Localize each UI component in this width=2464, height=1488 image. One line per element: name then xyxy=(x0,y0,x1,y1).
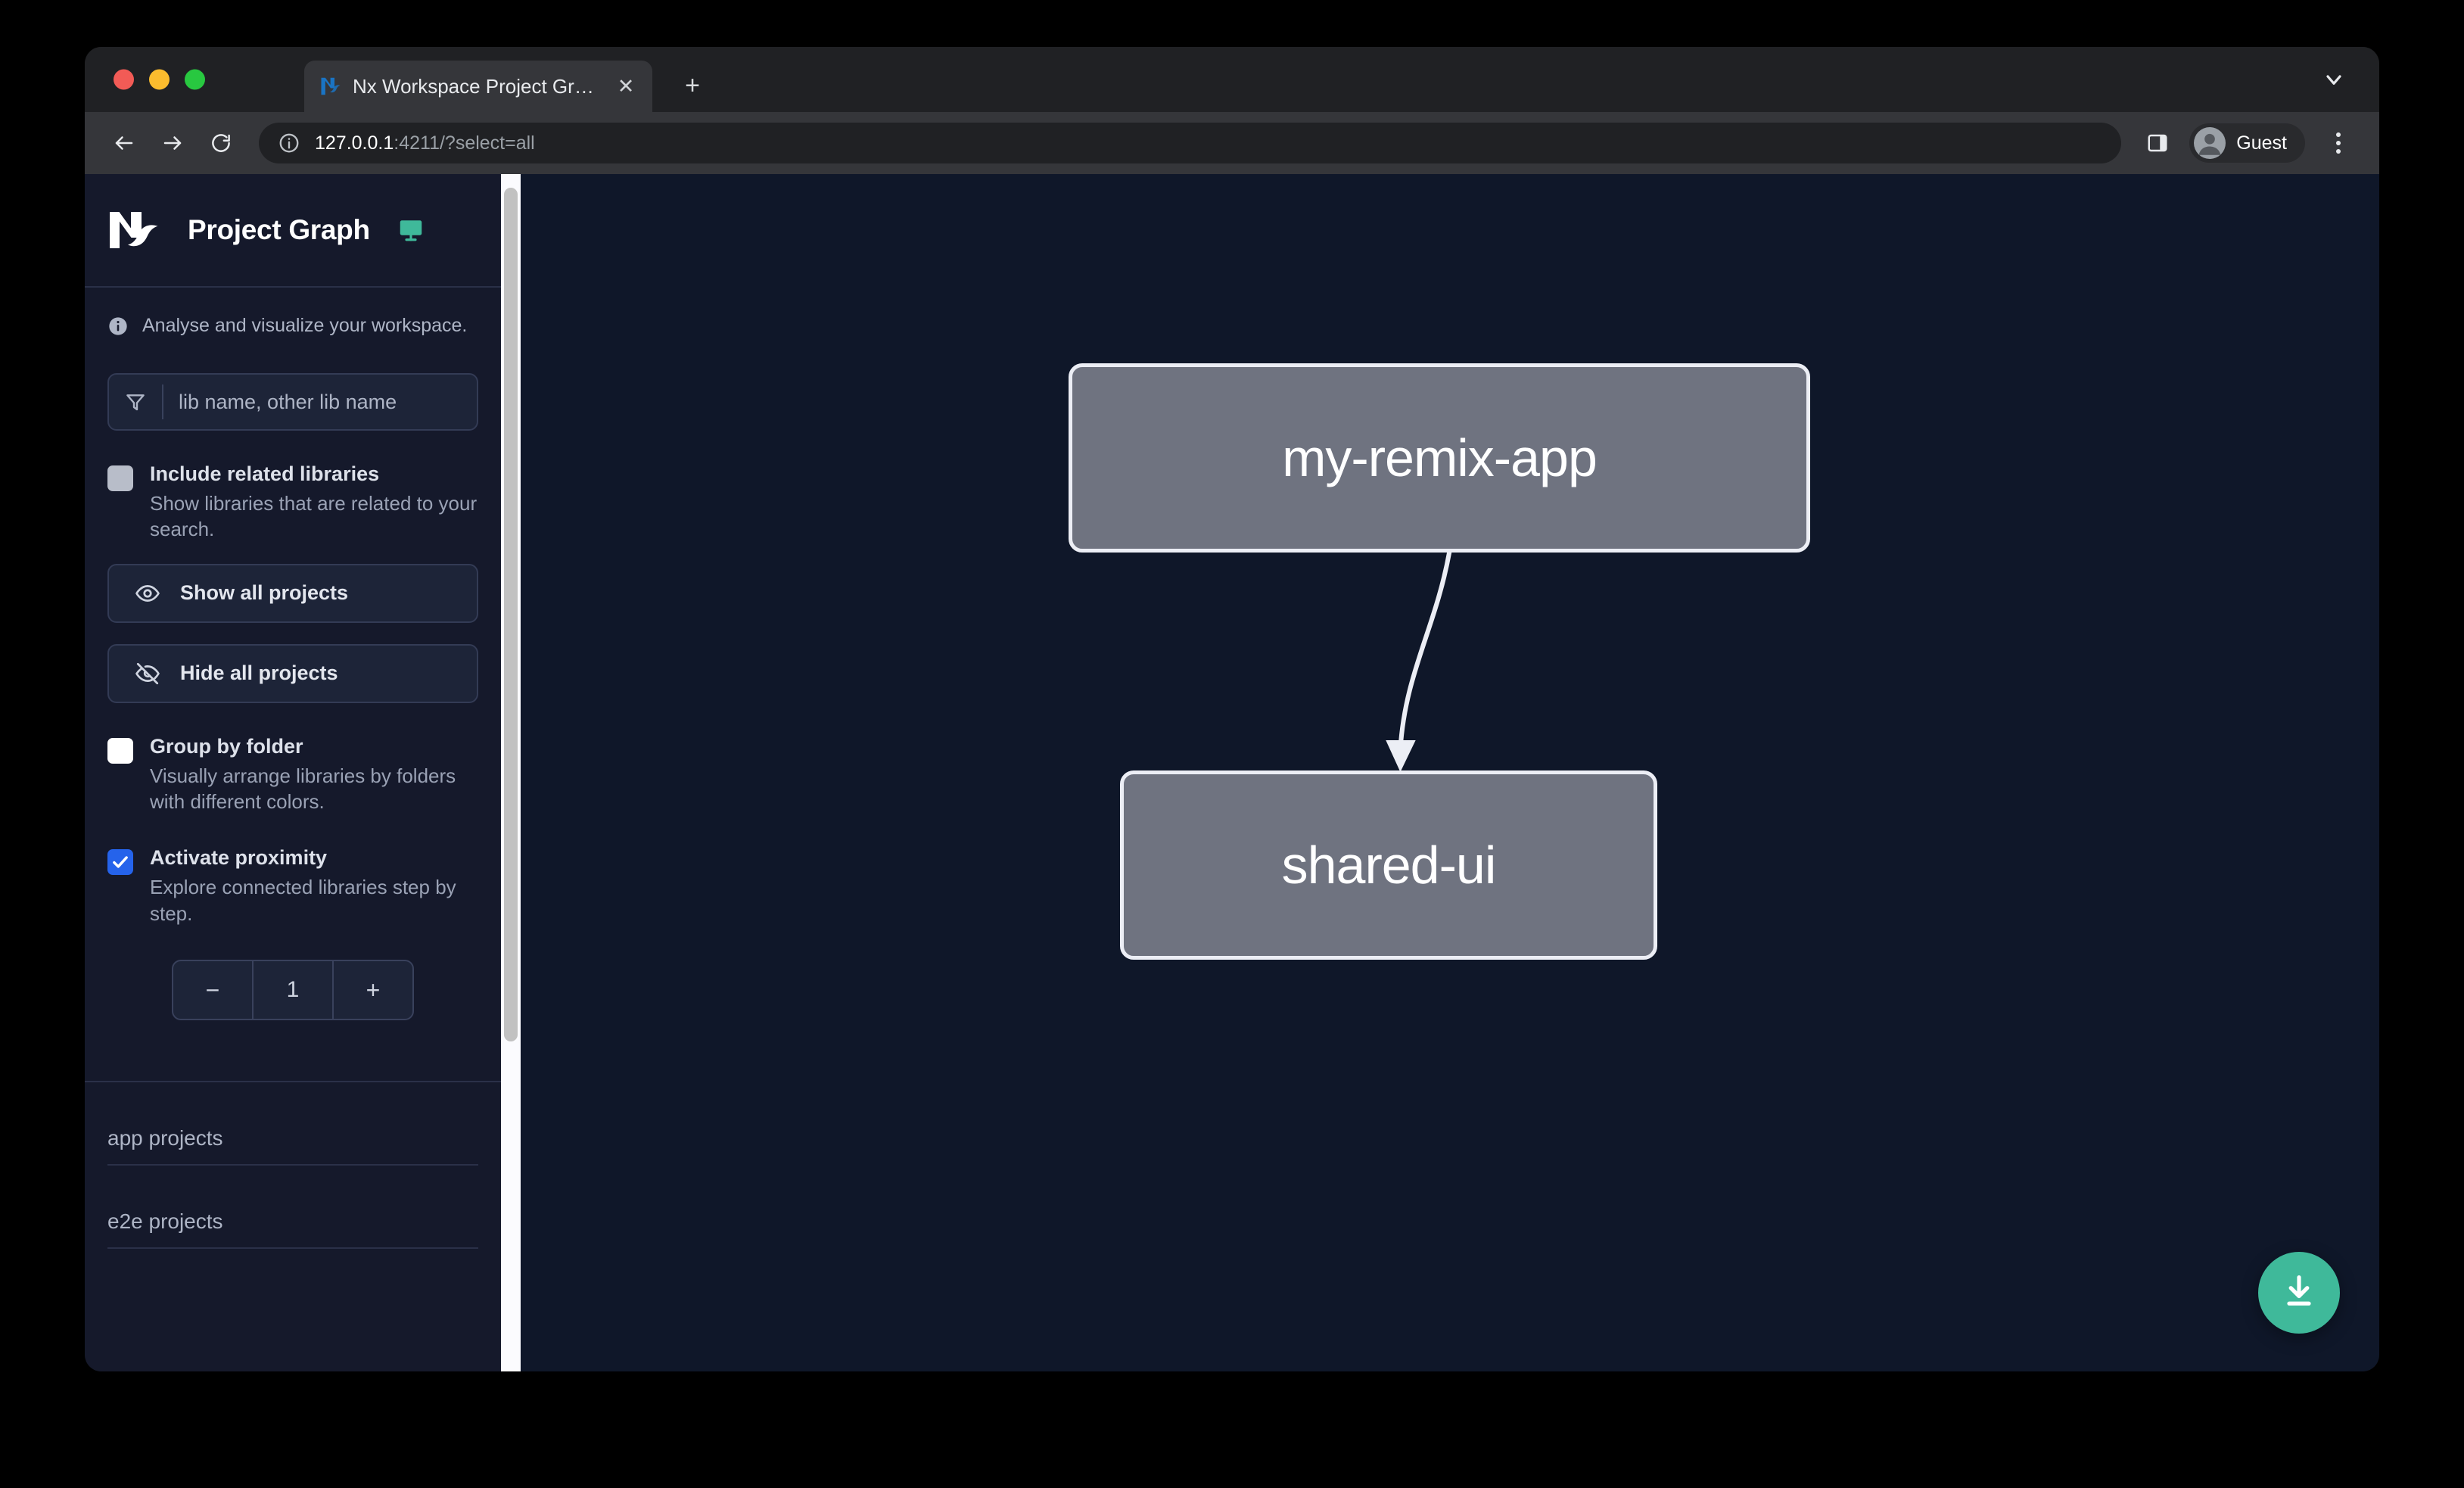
sidebar-scrollbar[interactable] xyxy=(501,174,521,1371)
browser-tab-strip: Nx Workspace Project Graph ✕ + xyxy=(85,47,2379,112)
sidebar-subtitle-row: Analyse and visualize your workspace. xyxy=(85,288,501,337)
address-bar-host: 127.0.0.1 xyxy=(315,132,394,154)
page-title: Project Graph xyxy=(188,214,370,245)
option-include-related-libraries[interactable]: Include related libraries Show libraries… xyxy=(107,462,478,543)
option-description: Explore connected libraries step by step… xyxy=(150,876,456,925)
sidebar-subtitle: Analyse and visualize your workspace. xyxy=(142,315,468,336)
chevron-down-icon[interactable] xyxy=(2317,63,2350,96)
hide-all-projects-button[interactable]: Hide all projects xyxy=(107,643,478,703)
address-bar-url: 127.0.0.1:4211/?select=all xyxy=(315,132,535,154)
maximize-window-button[interactable] xyxy=(185,69,205,90)
eye-off-icon xyxy=(135,661,160,686)
back-arrow-icon[interactable] xyxy=(103,122,145,164)
site-info-icon[interactable] xyxy=(277,131,301,155)
e2e-projects-section[interactable]: e2e projects xyxy=(107,1209,478,1250)
reload-icon[interactable] xyxy=(200,122,242,164)
browser-window: Nx Workspace Project Graph ✕ + xyxy=(85,47,2379,1371)
graph-node-shared-ui[interactable]: shared-ui xyxy=(1120,770,1657,960)
profile-button[interactable]: Guest xyxy=(2189,123,2305,163)
app-projects-label: app projects xyxy=(107,1126,223,1150)
show-all-projects-label: Show all projects xyxy=(180,581,349,605)
monitor-icon[interactable] xyxy=(397,216,425,244)
option-description: Visually arrange libraries by folders wi… xyxy=(150,764,456,814)
browser-tab[interactable]: Nx Workspace Project Graph ✕ xyxy=(304,61,652,112)
graph-node-my-remix-app[interactable]: my-remix-app xyxy=(1069,363,1810,553)
minimize-window-button[interactable] xyxy=(149,69,170,90)
option-description: Show libraries that are related to your … xyxy=(150,492,478,541)
browser-toolbar: 127.0.0.1:4211/?select=all Guest xyxy=(85,112,2379,174)
scrollbar-thumb[interactable] xyxy=(504,188,518,1041)
address-bar[interactable]: 127.0.0.1:4211/?select=all xyxy=(259,123,2122,163)
sidebar-divider xyxy=(85,1081,501,1083)
proximity-stepper: − 1 + xyxy=(172,960,414,1021)
graph-node-label: shared-ui xyxy=(1281,836,1497,895)
close-tab-icon[interactable]: ✕ xyxy=(617,74,635,98)
filter-funnel-icon xyxy=(124,391,147,413)
proximity-increment-button[interactable]: + xyxy=(366,976,381,1004)
activate-proximity-checkbox[interactable] xyxy=(107,849,133,876)
graph-node-label: my-remix-app xyxy=(1282,428,1598,487)
info-icon xyxy=(107,316,129,337)
side-panel-icon[interactable] xyxy=(2139,125,2176,161)
include-related-libraries-checkbox[interactable] xyxy=(107,465,133,491)
sidebar-content: Include related libraries Show libraries… xyxy=(85,337,501,1371)
close-window-button[interactable] xyxy=(114,69,134,90)
download-icon xyxy=(2279,1272,2319,1315)
browser-tab-title: Nx Workspace Project Graph xyxy=(353,74,602,98)
sidebar: Project Graph Analyse and visual xyxy=(85,174,501,1371)
avatar xyxy=(2194,127,2226,159)
group-by-folder-checkbox[interactable] xyxy=(107,737,133,764)
download-image-button[interactable] xyxy=(2258,1252,2340,1334)
window-traffic-lights xyxy=(114,69,205,90)
app-projects-section[interactable]: app projects xyxy=(107,1126,478,1166)
search-input[interactable] xyxy=(179,390,462,414)
project-graph-canvas[interactable]: my-remix-app shared-ui xyxy=(501,174,2379,1371)
filter-input-wrapper[interactable] xyxy=(107,373,478,431)
proximity-value: 1 xyxy=(252,961,334,1019)
nx-logo-icon xyxy=(319,75,342,98)
profile-name: Guest xyxy=(2236,132,2287,154)
page-viewport: Project Graph Analyse and visual xyxy=(85,174,2379,1371)
eye-icon xyxy=(135,581,160,606)
option-label: Include related libraries xyxy=(150,462,380,485)
hide-all-projects-label: Hide all projects xyxy=(180,662,338,685)
sidebar-header: Project Graph xyxy=(85,174,501,288)
proximity-decrement-button[interactable]: − xyxy=(205,976,220,1004)
nx-logo xyxy=(107,209,166,251)
option-label: Group by folder xyxy=(150,734,303,758)
new-tab-button[interactable]: + xyxy=(685,71,700,100)
kebab-menu-icon[interactable] xyxy=(2320,123,2357,163)
address-bar-path: :4211/?select=all xyxy=(394,132,535,154)
option-group-by-folder[interactable]: Group by folder Visually arrange librari… xyxy=(107,735,478,815)
option-label: Activate proximity xyxy=(150,846,328,870)
show-all-projects-button[interactable]: Show all projects xyxy=(107,563,478,623)
option-activate-proximity[interactable]: Activate proximity Explore connected lib… xyxy=(107,846,478,926)
e2e-projects-label: e2e projects xyxy=(107,1209,223,1234)
filter-divider xyxy=(162,384,163,419)
forward-arrow-icon[interactable] xyxy=(151,122,194,164)
